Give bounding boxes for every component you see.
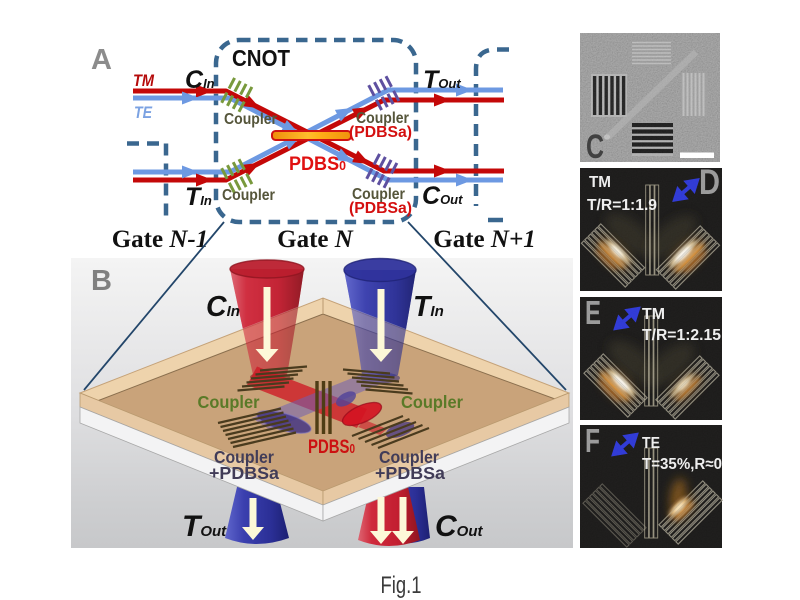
svg-text:+PDBSa: +PDBSa [209,463,279,483]
svg-text:Gate N: Gate N [277,226,354,253]
svg-text:CIn: CIn [185,66,215,94]
svg-text:Coupler: Coupler [224,111,277,128]
svg-text:A: A [91,44,112,76]
svg-text:Coupler: Coupler [356,110,409,127]
svg-text:TM: TM [133,72,155,90]
svg-text:(PDBSa): (PDBSa) [349,124,412,141]
svg-text:TE: TE [134,104,153,122]
svg-text:Coupler: Coupler [379,447,439,467]
svg-text:Gate N+1: Gate N+1 [433,226,535,253]
svg-text:B: B [91,265,112,297]
svg-text:(PDBSa): (PDBSa) [349,200,412,217]
svg-text:C: C [586,128,604,166]
svg-text:Fig.1: Fig.1 [381,572,422,599]
svg-text:Coupler: Coupler [352,186,405,203]
svg-text:Coupler: Coupler [401,392,463,412]
svg-text:Coupler: Coupler [214,447,274,467]
svg-text:CNOT: CNOT [232,45,290,71]
svg-text:Coupler: Coupler [198,392,260,412]
svg-text:PDBS0: PDBS0 [289,154,346,175]
svg-text:Coupler: Coupler [222,187,275,204]
svg-text:Gate N-1: Gate N-1 [112,226,209,253]
svg-text:PDBS0: PDBS0 [308,436,355,458]
svg-text:+PDBSa: +PDBSa [375,463,445,483]
